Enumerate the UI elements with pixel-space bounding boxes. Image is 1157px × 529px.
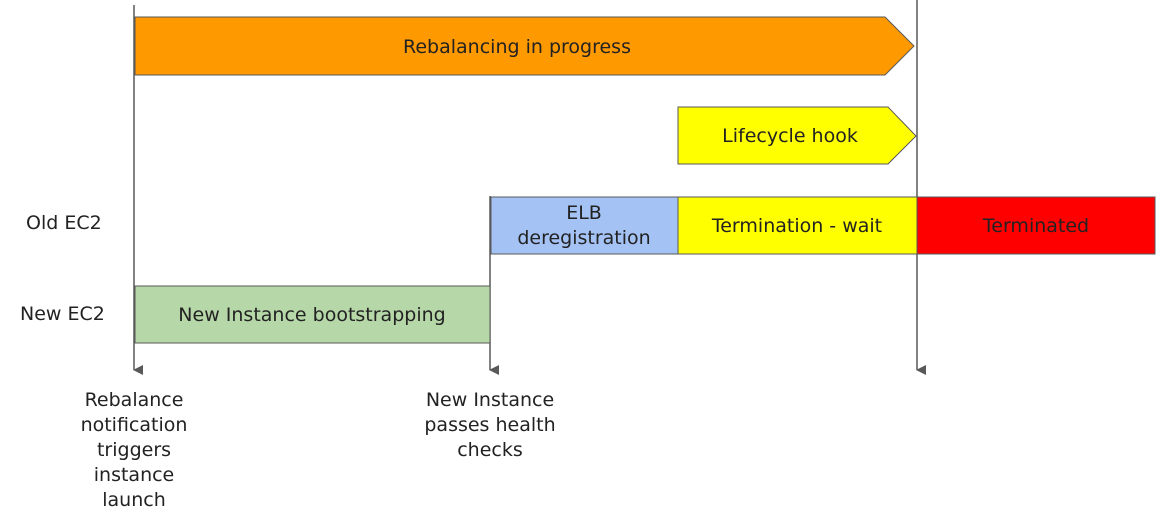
event-rebalance-notification: Rebalance notification triggers instance… — [49, 388, 219, 513]
terminated-phase: Terminated — [916, 196, 1156, 255]
terminated-box — [916, 196, 1156, 255]
event-rebalance-line: instance — [93, 464, 175, 486]
row-label-new-ec2: New EC2 — [20, 303, 105, 325]
event-health-line: New Instance — [425, 389, 555, 411]
lifecycle-hook-arrow — [677, 106, 917, 165]
event-rebalance-line: launch — [102, 489, 166, 511]
event-health-check: New Instance passes health checks — [405, 388, 575, 463]
rebalancing-arrow — [134, 16, 915, 76]
elb-deregistration-line-2: deregistration — [517, 227, 650, 249]
elb-deregistration-line-1: ELB — [566, 202, 602, 224]
elb-deregistration-box — [490, 196, 679, 255]
bootstrapping-box — [134, 285, 491, 344]
event-rebalance-line: Rebalance — [84, 389, 184, 411]
event-health-line: checks — [457, 439, 523, 461]
event-rebalance-line: notification — [80, 414, 188, 436]
terminated-label: Terminated — [982, 215, 1089, 237]
termination-wait-label: Termination - wait — [711, 215, 882, 237]
termination-wait-phase: Termination - wait — [677, 196, 918, 255]
event-rebalance-line: triggers — [96, 439, 172, 461]
elb-deregistration-phase: ELB deregistration — [490, 196, 679, 255]
row-label-old-ec2: Old EC2 — [26, 212, 102, 234]
bootstrapping-label: New Instance bootstrapping — [178, 304, 445, 326]
rebalancing-phase: Rebalancing in progress — [134, 16, 915, 76]
bootstrapping-phase: New Instance bootstrapping — [134, 285, 491, 344]
rebalancing-label: Rebalancing in progress — [403, 36, 631, 58]
lifecycle-hook-label: Lifecycle hook — [722, 125, 858, 147]
event-health-line: passes health — [424, 414, 556, 436]
lifecycle-hook-phase: Lifecycle hook — [677, 106, 917, 165]
